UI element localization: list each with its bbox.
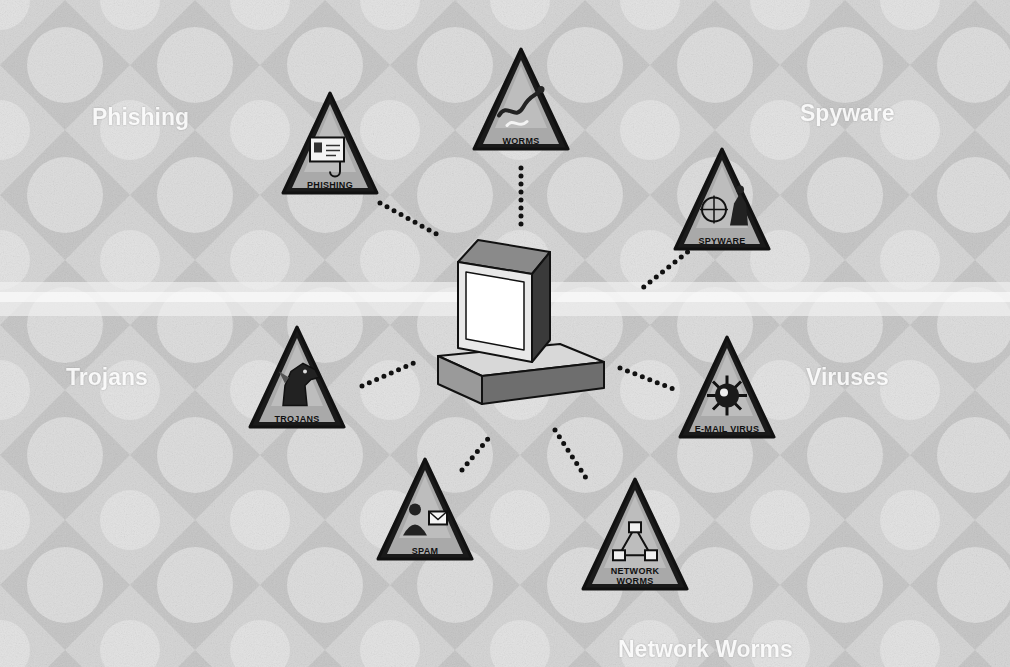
triangle-fill [689, 348, 765, 432]
virus-body [715, 383, 739, 407]
triangle-border [680, 337, 774, 437]
watermark-text: Network Worms [618, 636, 793, 663]
dotted-leader [555, 430, 586, 478]
triangle-fill [259, 338, 335, 422]
triangle-highlight [701, 354, 753, 416]
spy-figure [730, 193, 748, 225]
threat-label: SPAM [377, 546, 473, 556]
horse-head [283, 363, 319, 405]
monitor-side [532, 252, 550, 362]
network-computer [645, 550, 657, 560]
phish-icon [310, 137, 344, 176]
triangle-fill [483, 60, 559, 144]
worm-head [538, 86, 545, 93]
horse-eye [303, 369, 307, 373]
virus-icon [707, 375, 747, 415]
computer-base-front [438, 356, 482, 404]
triangle-border [283, 93, 377, 193]
threat-label: SPYWARE [674, 236, 770, 246]
triangle-fill [684, 160, 760, 244]
card-shape [310, 137, 344, 161]
network-computer [613, 550, 625, 560]
spam-icon [403, 503, 447, 535]
virus-highlight [720, 388, 728, 396]
triangle-highlight [399, 476, 451, 538]
worm-body [507, 121, 527, 125]
triangle-fill [292, 104, 368, 188]
dotted-leader [380, 203, 440, 236]
monitor-front [458, 262, 532, 362]
spy-icon [700, 185, 748, 225]
watermark-text: Viruses [806, 364, 889, 391]
triangle-border [250, 327, 344, 427]
worm-icon [499, 86, 545, 126]
warning-triangle: WORMS [471, 46, 571, 152]
triangle-highlight [604, 496, 666, 568]
triangle-fill [387, 470, 463, 554]
trojan-icon [279, 363, 319, 405]
triangle-border [474, 49, 568, 149]
monitor-screen [466, 272, 524, 350]
threat-label: TROJANS [249, 414, 345, 424]
dotted-leader [462, 434, 492, 470]
warning-triangle: SPYWARE [672, 146, 772, 252]
card-photo [314, 142, 322, 152]
fish-hook [330, 161, 340, 176]
person-head [409, 503, 421, 515]
warning-triangle: SPAM [375, 456, 475, 562]
warning-triangle: NETWORK WORMS [580, 476, 690, 592]
horse-mane [279, 371, 289, 383]
triangle-highlight [495, 66, 547, 128]
dotted-leader [362, 362, 416, 386]
spy-head [736, 185, 744, 193]
dotted-leader [519, 168, 524, 232]
watermark-text: Trojans [66, 364, 148, 391]
network-computer [629, 522, 641, 532]
warning-triangle: E-MAIL VIRUS [677, 334, 777, 440]
virus-spikes [707, 375, 747, 415]
dotted-leader [620, 368, 676, 390]
watermark-text: Spyware [800, 100, 895, 127]
computer-base-side [482, 362, 604, 404]
threat-label: E-MAIL VIRUS [679, 424, 775, 434]
worm-body [499, 89, 541, 115]
triangle-highlight [696, 166, 748, 228]
dotted-leaders [362, 168, 700, 478]
triangle-highlight [304, 110, 356, 172]
net-icon [613, 522, 657, 560]
envelope-flap [429, 511, 447, 519]
warning-triangle: TROJANS [247, 324, 347, 430]
envelope [429, 511, 447, 524]
card-lines [326, 145, 340, 155]
threat-label: PHISHING [282, 180, 378, 190]
triangle-border [378, 459, 472, 559]
triangle-border [675, 149, 769, 249]
person-body [403, 524, 427, 535]
threat-label: NETWORK WORMS [604, 566, 666, 586]
triangle-border [583, 479, 687, 589]
triangle-highlight [271, 344, 323, 406]
computer-symbol [438, 240, 604, 404]
warning-triangle: PHISHING [280, 90, 380, 196]
watermark-text: Phishing [92, 104, 189, 131]
threat-label: WORMS [473, 136, 569, 146]
crosshair-lines [700, 195, 728, 223]
